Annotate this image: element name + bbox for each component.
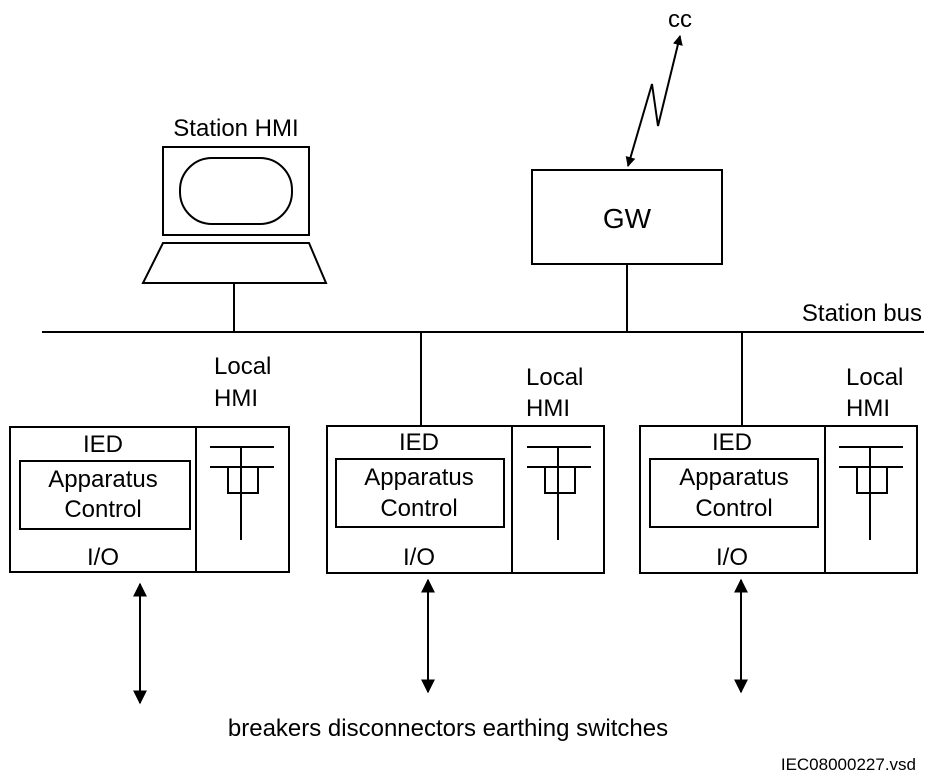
local-hmi-label-line1: Local bbox=[214, 353, 271, 380]
ied-box bbox=[639, 425, 918, 574]
io-label: I/O bbox=[87, 544, 119, 571]
bay-3: Local HMI IED Apparatus Control I/O bbox=[639, 332, 918, 694]
local-hmi-label-line1: Local bbox=[846, 364, 903, 391]
bay-2: Local HMI IED Apparatus Control I/O bbox=[326, 332, 605, 694]
apparatus-control-box bbox=[649, 458, 819, 528]
station-bus-label: Station bus bbox=[802, 300, 922, 327]
apparatus-control-line2: Control bbox=[695, 495, 772, 522]
monitor-screen bbox=[179, 157, 293, 225]
local-hmi-label-line1: Local bbox=[526, 364, 583, 391]
single-line-symbol bbox=[210, 446, 274, 540]
cc-label: cc bbox=[668, 6, 692, 33]
io-label: I/O bbox=[403, 544, 435, 571]
apparatus-control-line1: Apparatus bbox=[364, 464, 473, 491]
local-hmi-label-line2: HMI bbox=[526, 395, 570, 422]
single-line-symbol bbox=[839, 446, 903, 540]
local-hmi-label-line2: HMI bbox=[846, 395, 890, 422]
ied-label: IED bbox=[83, 431, 123, 458]
apparatus-control-line2: Control bbox=[380, 495, 457, 522]
ied-label: IED bbox=[712, 429, 752, 456]
apparatus-control-line1: Apparatus bbox=[48, 466, 157, 493]
apparatus-control-box bbox=[335, 458, 505, 528]
io-label: I/O bbox=[716, 544, 748, 571]
ied-box bbox=[326, 425, 605, 574]
radio-link-arrow bbox=[625, 35, 683, 167]
ied-label: IED bbox=[399, 429, 439, 456]
gateway-label: GW bbox=[603, 203, 652, 234]
ied-box bbox=[9, 426, 290, 573]
station-hmi-label: Station HMI bbox=[173, 115, 298, 142]
apparatus-control-box bbox=[19, 460, 191, 530]
keyboard-icon bbox=[141, 242, 328, 284]
monitor-icon bbox=[162, 146, 310, 236]
bay-1: Local HMI IED Apparatus Control I/O bbox=[9, 353, 290, 705]
file-id-label: IEC08000227.vsd bbox=[781, 755, 916, 774]
local-hmi-label-line2: HMI bbox=[214, 385, 258, 412]
apparatus-control-line2: Control bbox=[64, 496, 141, 523]
apparatus-control-line1: Apparatus bbox=[679, 464, 788, 491]
single-line-symbol bbox=[527, 446, 591, 540]
process-equipment-caption: breakers disconnectors earthing switches bbox=[228, 715, 668, 742]
